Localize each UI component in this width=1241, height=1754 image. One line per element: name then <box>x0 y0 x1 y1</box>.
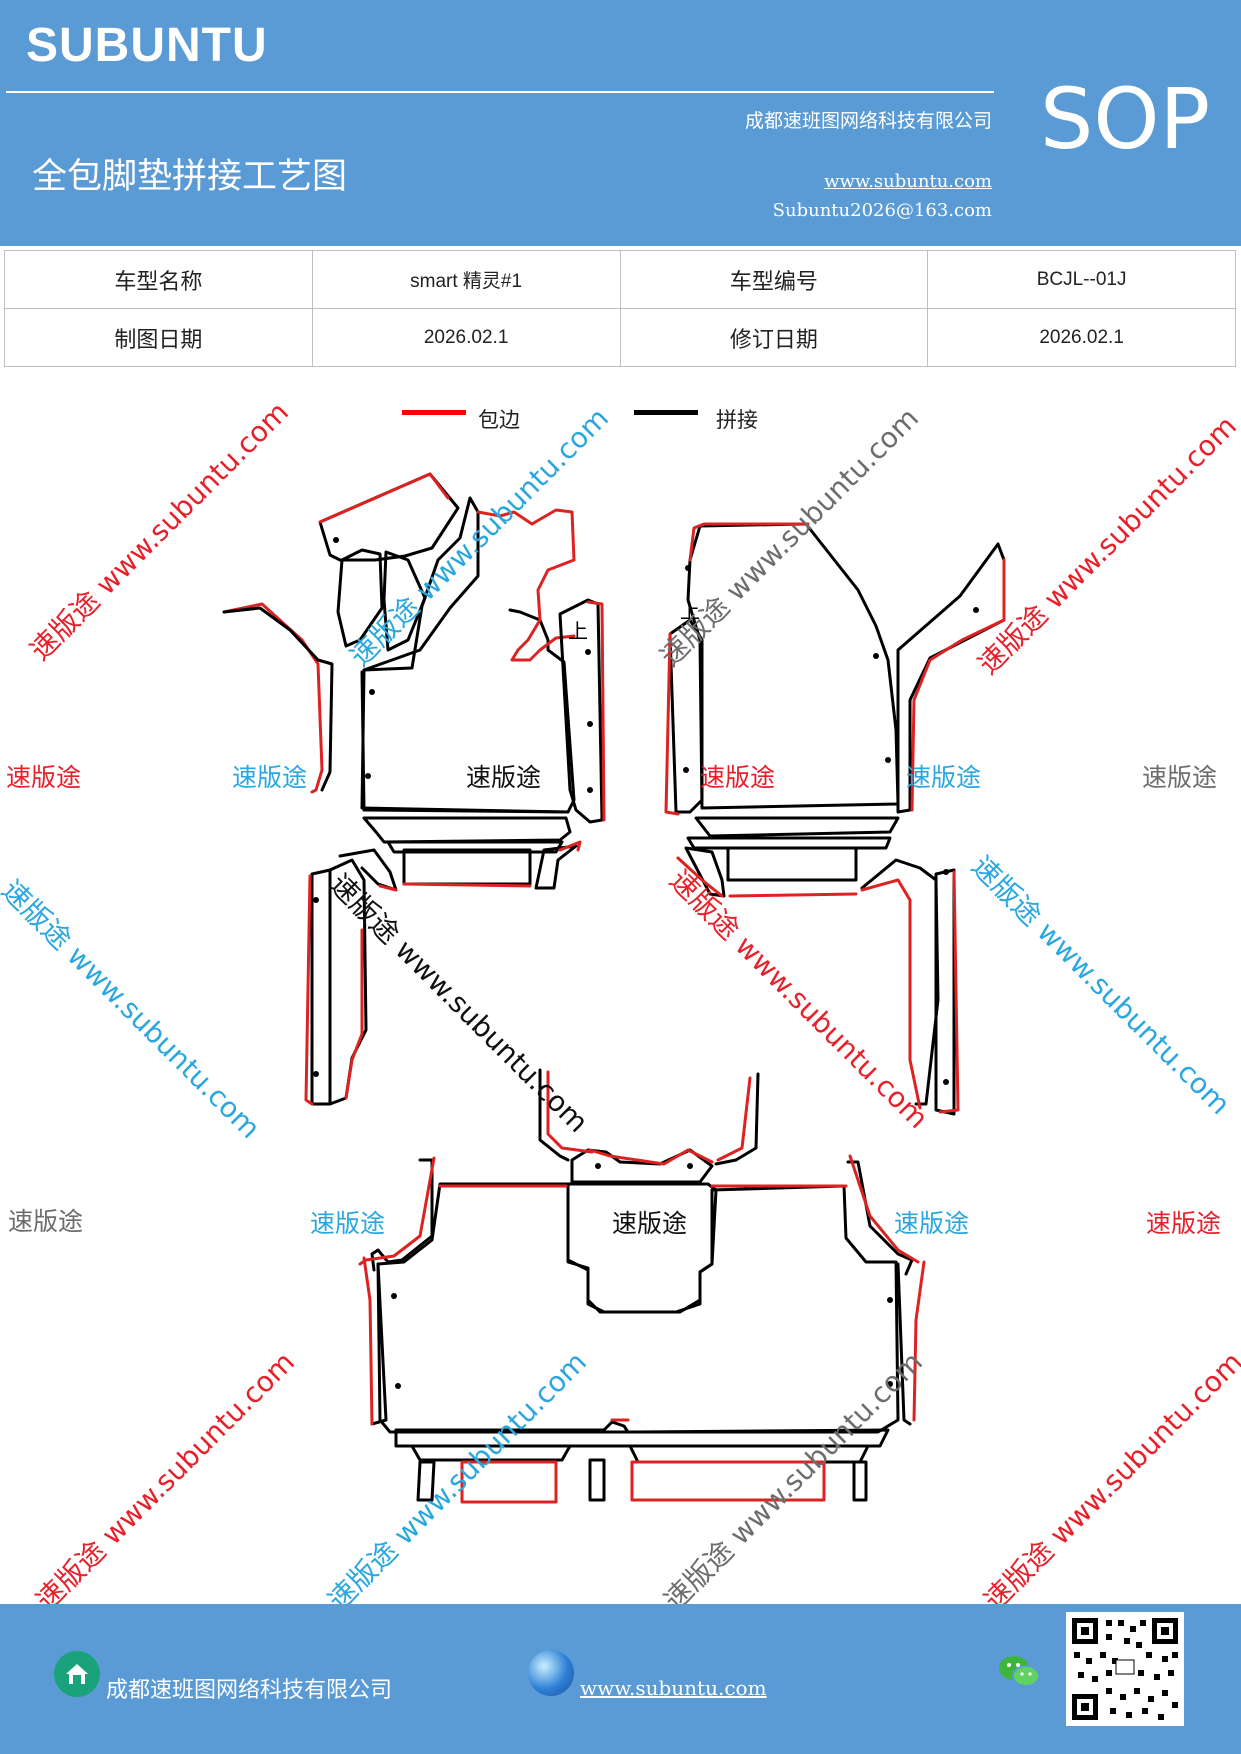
mat-piece <box>676 856 724 898</box>
mat-piece <box>586 600 606 822</box>
globe-icon <box>528 1650 574 1696</box>
model-code-label: 车型编号 <box>619 250 929 309</box>
mat-piece <box>370 1262 388 1426</box>
mat-piece <box>716 1076 752 1162</box>
mat-piece <box>402 882 532 888</box>
mat-piece <box>688 522 810 562</box>
mat-piece <box>558 598 604 824</box>
mat-piece <box>386 840 564 854</box>
mat-piece <box>910 558 1006 812</box>
legend-edge-swatch <box>402 410 466 415</box>
wechat-icon <box>996 1652 1042 1692</box>
mat-piece <box>852 1460 868 1502</box>
model-name-value: smart 精灵#1 <box>311 250 621 309</box>
header-website-link[interactable]: www.subuntu.com <box>824 171 992 192</box>
mat-piece <box>860 878 922 1110</box>
page-title: 全包脚垫拼接工艺图 <box>32 157 348 197</box>
footer-company: 成都速班图网络科技有限公司 <box>106 1678 393 1703</box>
mat-piece <box>382 550 427 652</box>
mat-piece <box>222 602 324 794</box>
mat-piece <box>686 836 892 850</box>
mat-piece <box>846 1160 914 1276</box>
mat-piece <box>726 846 858 882</box>
floor-mat-diagram: 上 上 <box>222 472 1006 1504</box>
mat-piece <box>912 1260 926 1422</box>
watermark-text: 速版途 <box>894 1209 970 1238</box>
mat-piece <box>860 858 940 1106</box>
mat-piece <box>896 1262 912 1426</box>
revise-date-label: 修订日期 <box>619 308 929 367</box>
mat-piece <box>344 928 364 1100</box>
watermark-text: 速版途 <box>232 763 308 792</box>
draw-date-value: 2026.02.1 <box>311 308 621 367</box>
mat-piece <box>546 1070 594 1154</box>
watermark-text: 速版途 <box>310 1209 386 1238</box>
legend-edge-label: 包边 <box>478 408 520 432</box>
footer-website-link[interactable]: www.subuntu.com <box>580 1676 767 1700</box>
watermark-text: 速版途 <box>1142 763 1218 792</box>
header-email: Subuntu2026@163.com <box>772 200 992 221</box>
mat-piece <box>588 1148 714 1166</box>
watermark-text: 速版途 <box>700 763 776 792</box>
mat-piece <box>402 848 532 886</box>
watermark-text: 速版途 <box>1146 1209 1222 1238</box>
mat-piece <box>416 1460 436 1502</box>
mat-piece <box>336 548 384 648</box>
up-mark: 上 <box>680 599 700 623</box>
mat-piece <box>338 848 398 892</box>
header-divider <box>6 91 994 93</box>
watermark-text: 速版途 <box>906 763 982 792</box>
mat-piece <box>938 870 960 1114</box>
table-row: 制图日期 2026.02.1 修订日期 2026.02.1 <box>4 308 1236 367</box>
watermark-text: 速版途 <box>6 763 82 792</box>
qr-code[interactable] <box>1066 1612 1184 1726</box>
mat-piece <box>848 1154 920 1264</box>
mat-piece <box>318 472 450 524</box>
mat-piece <box>362 1256 374 1426</box>
mat-piece <box>694 816 900 838</box>
mat-piece <box>558 840 582 852</box>
mat-piece <box>362 816 572 844</box>
info-table: 车型名称 smart 精灵#1 车型编号 BCJL--01J 制图日期 2026… <box>4 250 1236 367</box>
watermark-text: 速版途 <box>466 763 542 792</box>
mat-piece <box>222 606 334 792</box>
mat-piece <box>538 1068 570 1162</box>
watermark-text: 速版途 <box>8 1207 84 1236</box>
mat-piece <box>588 1458 606 1502</box>
mat-piece <box>310 868 332 1106</box>
up-mark: 上 <box>568 619 588 643</box>
mat-piece <box>664 632 680 816</box>
model-name-label: 车型名称 <box>4 250 313 309</box>
home-icon <box>54 1651 100 1697</box>
mat-piece <box>360 670 570 814</box>
mat-piece <box>668 618 704 814</box>
mat-piece <box>630 1460 826 1502</box>
mat-piece <box>460 1460 558 1504</box>
mat-piece <box>410 1444 572 1462</box>
mat-piece <box>378 884 398 892</box>
header-bar <box>0 0 1241 246</box>
locating-dots <box>313 537 979 1389</box>
legend-seam-label: 拼接 <box>716 408 758 432</box>
watermark-text: 速版途 <box>612 1209 688 1238</box>
mat-piece <box>728 892 858 898</box>
mat-piece <box>714 1072 760 1166</box>
brand-logo: SUBUNTU <box>26 19 268 72</box>
mat-piece <box>360 496 576 814</box>
draw-date-label: 制图日期 <box>4 308 313 367</box>
legend-seam-swatch <box>634 410 698 415</box>
sop-badge: SOP <box>1040 70 1211 168</box>
mat-piece <box>476 508 576 662</box>
mat-piece <box>304 874 314 1106</box>
mat-piece <box>684 846 726 898</box>
header-company: 成都速班图网络科技有限公司 <box>744 110 992 132</box>
revise-date-value: 2026.02.1 <box>927 308 1236 367</box>
